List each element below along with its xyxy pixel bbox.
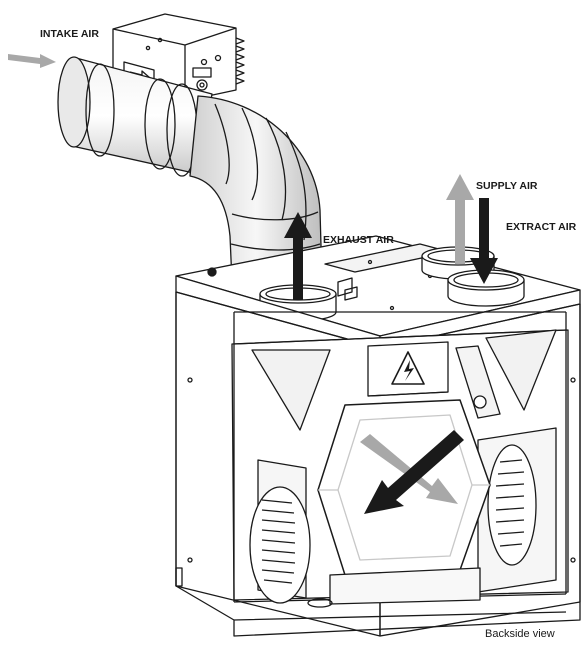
high-voltage-warning-icon [391, 351, 425, 385]
supply-air-label: SUPPLY AIR [476, 180, 538, 192]
view-caption: Backside view [485, 628, 555, 640]
intake-air-label: INTAKE AIR [40, 28, 99, 40]
exhaust-air-arrow [284, 212, 312, 300]
supply-air-arrow [446, 174, 474, 264]
left-fan [249, 459, 311, 604]
intake-air-arrow [8, 54, 56, 68]
airflow-arrows [8, 54, 498, 514]
extract-flow-core-arrow [364, 430, 464, 514]
extract-air-label: EXTRACT AIR [506, 221, 577, 233]
supply-flow-core-arrow [360, 434, 458, 504]
intake-duct [57, 56, 213, 177]
control-box [367, 341, 449, 397]
unit-interior [249, 329, 557, 608]
right-fan [477, 427, 557, 593]
extract-air-arrow [470, 198, 498, 284]
bypass-damper [455, 345, 501, 419]
exhaust-air-label: EXHAUST AIR [323, 234, 394, 246]
